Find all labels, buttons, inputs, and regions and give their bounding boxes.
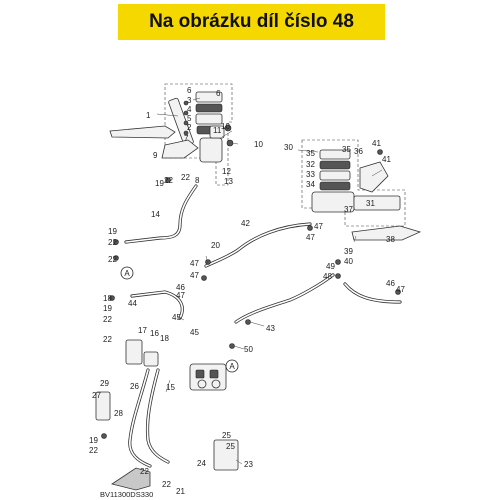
callout: 47 [176, 291, 185, 300]
callout: 22 [103, 315, 112, 324]
callout: 2 [187, 123, 192, 132]
callout: 47 [314, 222, 323, 231]
callout: 46 [386, 279, 395, 288]
callout: 19 [108, 227, 117, 236]
connector-a-upper [120, 266, 134, 280]
bracket-18 [143, 351, 159, 367]
callout: 30 [284, 143, 293, 152]
callout: 22 [108, 255, 117, 264]
callout: 22 [181, 173, 190, 182]
connector-a-lower-label: A [229, 362, 235, 371]
callout: 33 [306, 170, 315, 179]
callout: 8 [195, 176, 200, 185]
callout: 46 [176, 283, 185, 292]
callout: 3 [187, 96, 192, 105]
callout: 42 [241, 219, 250, 228]
callout: 13 [224, 177, 233, 186]
callout: 41 [382, 155, 391, 164]
callout: 23 [244, 460, 253, 469]
banner-title: Na obrázku díl číslo 48 [149, 11, 354, 32]
callout: 35 [306, 149, 315, 158]
callout: 22 [162, 480, 171, 489]
callout: 28 [114, 409, 123, 418]
callout: 22 [140, 467, 149, 476]
callout: 40 [344, 257, 353, 266]
callout: 34 [306, 180, 315, 189]
callout: 24 [197, 459, 206, 468]
title-banner: Na obrázku díl číslo 48 [118, 4, 385, 40]
callout: 31 [366, 199, 375, 208]
callout: 9 [153, 151, 158, 160]
diagram-code: BV11300DS330 [100, 490, 153, 499]
callout: 37 [344, 205, 353, 214]
brake-hoses [124, 184, 402, 468]
callout: 47 [190, 259, 199, 268]
callout: 36 [354, 147, 363, 156]
callout: 19 [89, 436, 98, 445]
callout: 16 [150, 329, 159, 338]
callout: 4 [187, 105, 192, 114]
callout: 25 [226, 442, 235, 451]
callout: 10 [254, 140, 263, 149]
callout: 45 [190, 328, 199, 337]
callout: 22 [103, 335, 112, 344]
callout: 18 [103, 294, 112, 303]
callout: 50 [244, 345, 253, 354]
callout: 22 [89, 446, 98, 455]
callout: 47 [396, 285, 405, 294]
callout: 49 [326, 262, 335, 271]
callout: 44 [128, 299, 137, 308]
callout: 6 [216, 89, 221, 98]
callout: 22 [164, 176, 173, 185]
callout: 15 [166, 383, 175, 392]
connector-a-upper-label: A [124, 269, 130, 278]
callout: 48 [323, 272, 332, 281]
callout: 6 [187, 86, 192, 95]
callout: 5 [187, 114, 192, 123]
callout: 12 [222, 167, 231, 176]
callout: 45 [172, 313, 181, 322]
callout: 21 [176, 487, 185, 496]
callout: 38 [386, 235, 395, 244]
callout: 1 [146, 111, 151, 120]
callout: 26 [130, 382, 139, 391]
callout: 35 [342, 145, 351, 154]
connector-a-lower [225, 359, 239, 373]
leader-lines [156, 97, 383, 465]
callout: 17 [138, 326, 147, 335]
callout: 10 [221, 122, 230, 131]
front-brake-lever [109, 125, 176, 139]
rear-master-cylinder [311, 149, 401, 213]
callout: 29 [100, 379, 109, 388]
callout: 14 [151, 210, 160, 219]
callout: 20 [211, 241, 220, 250]
small-parts [95, 177, 401, 471]
callout: 27 [92, 391, 101, 400]
callout: 11 [213, 126, 222, 135]
abs-unit [189, 363, 227, 391]
rear-brake-lever [351, 225, 422, 241]
front-master-cylinder [161, 91, 234, 163]
callout: 41 [372, 139, 381, 148]
front-direction-arrow [111, 467, 151, 491]
callout: 39 [344, 247, 353, 256]
callout: 43 [266, 324, 275, 333]
callout: 19 [103, 304, 112, 313]
callout: 25 [222, 431, 231, 440]
callout: 19 [155, 179, 164, 188]
callouts: 1 3 6 6 5 4 2 10 11 10 7 9 8 12 13 19 22… [89, 86, 405, 496]
callout: 18 [160, 334, 169, 343]
callout: 22 [108, 238, 117, 247]
callout: 47 [190, 271, 199, 280]
callout: 32 [306, 160, 315, 169]
callout: 7 [184, 134, 189, 143]
callout: 47 [306, 233, 315, 242]
